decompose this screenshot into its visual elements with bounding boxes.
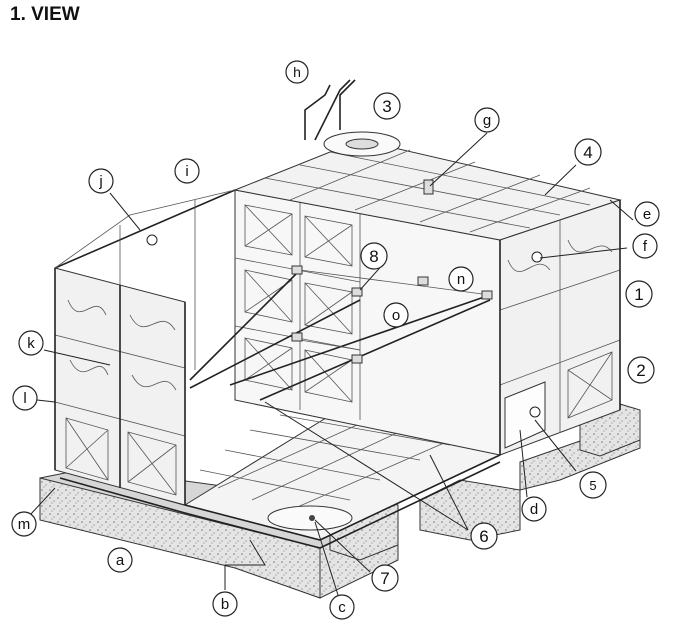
callout-3: 3 <box>373 92 401 120</box>
label-f: f <box>643 238 648 255</box>
callout-8: 8 <box>360 242 388 270</box>
callout-7: 7 <box>371 564 399 592</box>
label-m: m <box>18 516 31 533</box>
callout-f: f <box>632 233 658 259</box>
callout-j: j <box>88 168 114 194</box>
label-d: d <box>530 501 538 518</box>
leader-lines <box>29 132 634 596</box>
internal-stays <box>189 265 493 401</box>
callout-e: e <box>634 201 660 227</box>
label-c: c <box>338 599 346 616</box>
callout-c: c <box>329 594 355 620</box>
callout-2: 2 <box>627 356 655 384</box>
label-3: 3 <box>382 97 391 116</box>
label-i: i <box>185 163 188 180</box>
label-4: 4 <box>583 143 592 162</box>
label-2: 2 <box>636 361 645 380</box>
callout-m: m <box>11 511 37 537</box>
callout-g: g <box>474 107 500 133</box>
label-l: l <box>23 390 26 407</box>
callout-l: l <box>12 385 38 411</box>
label-a: a <box>116 552 125 569</box>
label-k: k <box>27 335 35 352</box>
label-j: j <box>98 173 102 190</box>
label-g: g <box>483 112 491 129</box>
right-wall <box>146 199 621 456</box>
callout-4: 4 <box>574 138 602 166</box>
callout-1: 1 <box>625 280 653 308</box>
callout-a: a <box>107 547 133 573</box>
callout-k: k <box>18 330 44 356</box>
callout-b: b <box>212 591 238 617</box>
label-h: h <box>293 64 301 80</box>
callout-h: h <box>285 60 309 84</box>
callout-i: i <box>174 158 200 184</box>
label-6: 6 <box>479 527 488 546</box>
label-n: n <box>457 271 465 288</box>
callout-n: n <box>448 266 474 292</box>
page-title: 1. VIEW <box>10 4 80 25</box>
callout-6: 6 <box>470 522 498 550</box>
left-wall <box>54 189 236 506</box>
drain-pit <box>267 505 353 531</box>
label-1: 1 <box>634 285 643 304</box>
callout-o: o <box>383 302 409 328</box>
label-5: 5 <box>589 478 596 493</box>
callout-5: 5 <box>579 471 607 499</box>
label-o: o <box>392 307 400 324</box>
label-8: 8 <box>369 247 378 266</box>
label-7: 7 <box>380 569 389 588</box>
callout-d: d <box>521 496 547 522</box>
label-b: b <box>221 596 229 613</box>
label-e: e <box>643 206 651 223</box>
